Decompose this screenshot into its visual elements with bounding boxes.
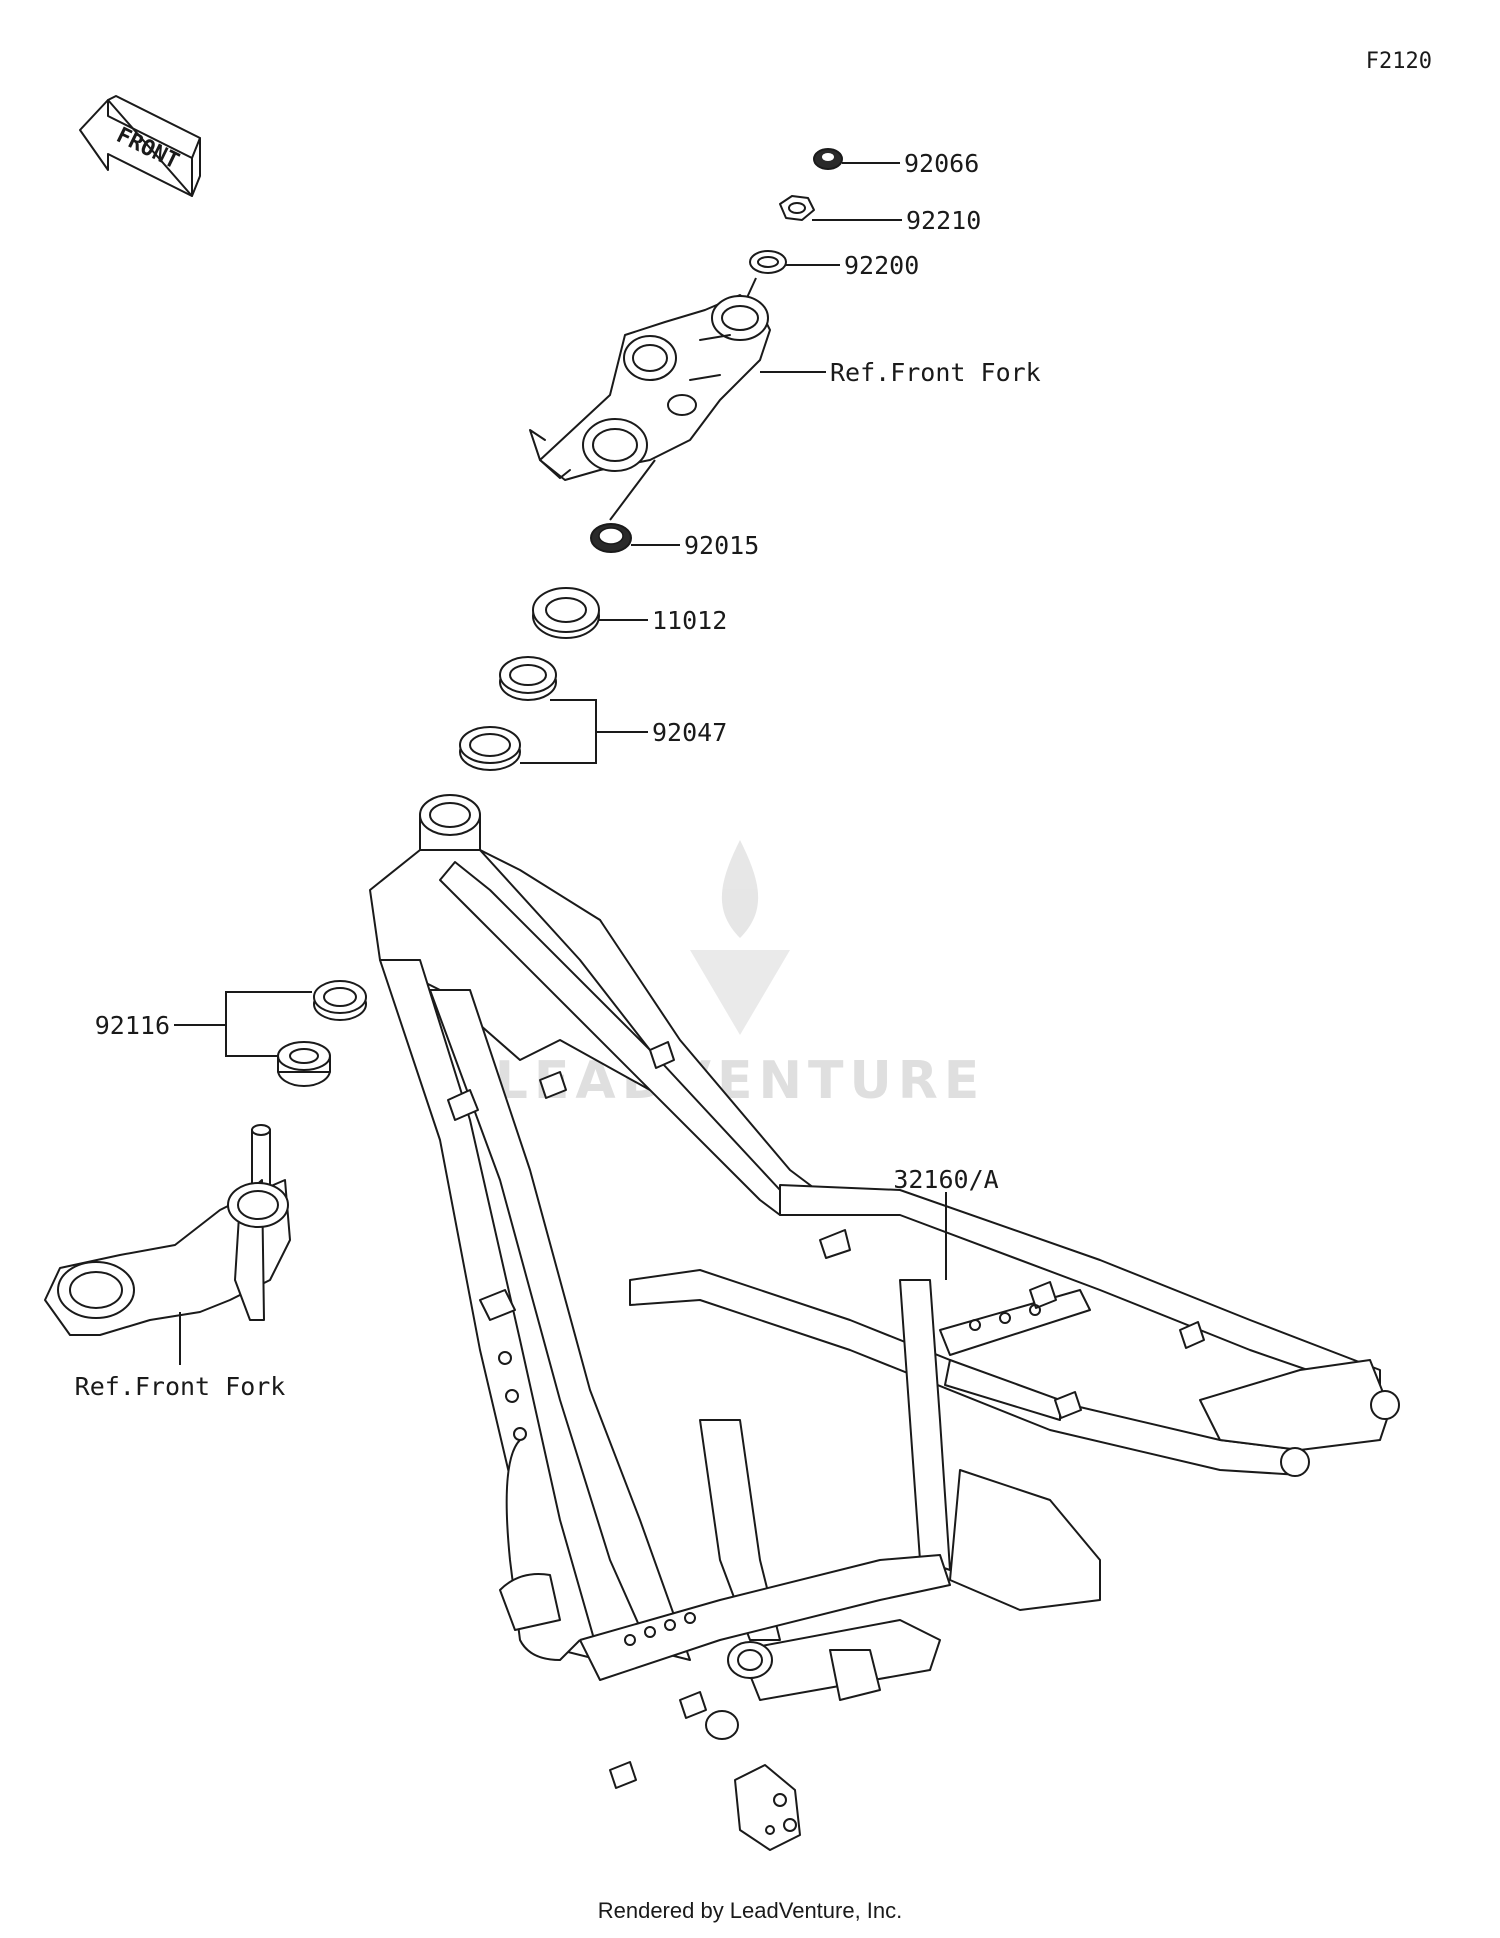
callout-ref-front-fork-upper: Ref.Front Fork xyxy=(830,358,1041,387)
diagram-code: F2120 xyxy=(1366,49,1432,74)
main-frame: 32160/A xyxy=(369,794,1400,1851)
callout-92047: 92047 xyxy=(652,718,727,747)
callout-11012: 11012 xyxy=(652,606,727,635)
watermark: LEADVENTURE xyxy=(495,840,986,1111)
callout-92116: 92116 xyxy=(95,1011,170,1040)
part-92116: 92116 xyxy=(95,980,367,1087)
flame-icon xyxy=(721,840,759,938)
lower-triple-clamp: Ref.Front Fork xyxy=(44,1124,291,1401)
part-92047: 92047 xyxy=(459,656,727,771)
callout-92066: 92066 xyxy=(904,149,979,178)
part-92210: 92210 xyxy=(779,195,981,235)
part-92066: 92066 xyxy=(813,148,979,178)
part-11012: 11012 xyxy=(532,587,727,639)
part-92015: 92015 xyxy=(590,523,759,560)
watermark-text: LEADVENTURE xyxy=(495,1051,986,1111)
callout-92210: 92210 xyxy=(906,206,981,235)
upper-triple-clamp: Ref.Front Fork xyxy=(529,294,1041,521)
callout-92200: 92200 xyxy=(844,251,919,280)
credit-line: Rendered by LeadVenture, Inc. xyxy=(598,1898,903,1923)
callout-32160: 32160/A xyxy=(893,1165,998,1194)
callout-ref-front-fork-lower: Ref.Front Fork xyxy=(75,1372,286,1401)
front-arrow-icon: FRONT xyxy=(79,95,201,197)
callout-92015: 92015 xyxy=(684,531,759,560)
